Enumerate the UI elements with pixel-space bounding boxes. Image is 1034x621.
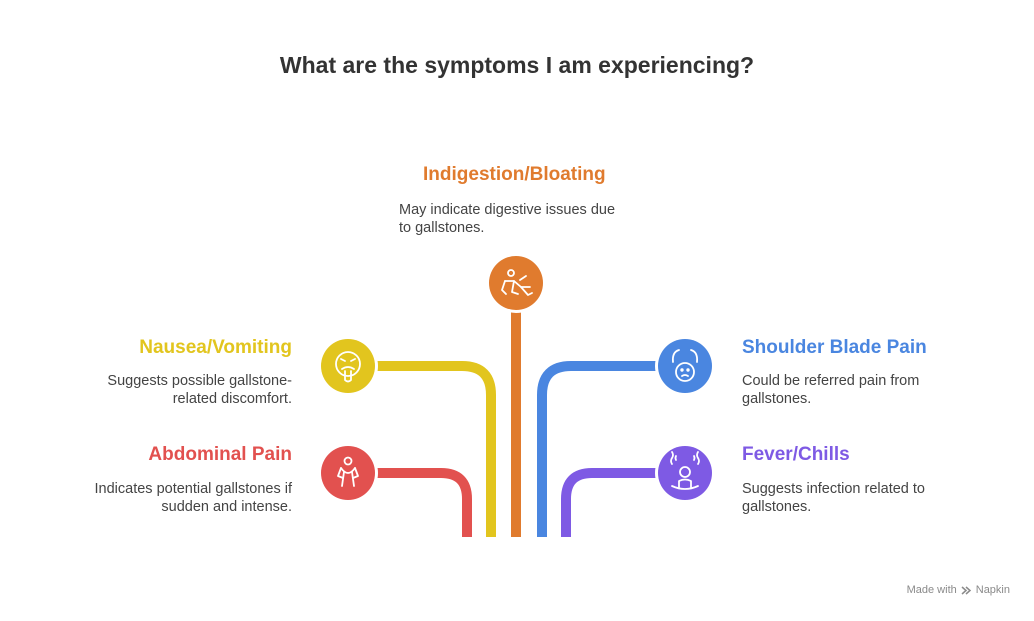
nausea-desc-line2: related discomfort. bbox=[172, 391, 292, 407]
indigestion-description: May indicate digestive issues due to gal… bbox=[399, 201, 639, 237]
napkin-logo-icon bbox=[961, 585, 971, 595]
nausea-desc-line1: Suggests possible gallstone- bbox=[107, 373, 292, 389]
nausea-title: Nausea/Vomiting bbox=[139, 337, 292, 358]
fever-person-icon bbox=[670, 451, 700, 490]
abdominal-node bbox=[318, 443, 378, 503]
nausea-node bbox=[318, 336, 378, 396]
abdominal-description: Indicates potential gallstones if sudden… bbox=[32, 480, 293, 516]
napkin-brand-label: Napkin bbox=[975, 584, 1010, 596]
head-pain-icon bbox=[671, 349, 699, 382]
footer-attribution[interactable]: Made with Napkin bbox=[907, 584, 1010, 596]
nausea-description: Suggests possible gallstone- related dis… bbox=[52, 372, 292, 408]
abdominal-connector bbox=[348, 468, 472, 537]
fever-connector bbox=[561, 468, 685, 537]
indigestion-desc-line1: May indicate digestive issues due bbox=[399, 202, 616, 218]
shoulder-description: Could be referred pain from gallstones. bbox=[742, 372, 982, 408]
shoulder-desc-line2: gallstones. bbox=[742, 391, 812, 407]
page-title: What are the symptoms I am experiencing? bbox=[279, 52, 755, 78]
person-holding-stomach-icon bbox=[337, 456, 359, 487]
shoulder-title: Shoulder Blade Pain bbox=[742, 337, 927, 358]
fever-desc-line2: gallstones. bbox=[742, 499, 812, 515]
indigestion-node bbox=[486, 253, 546, 313]
shoulder-node bbox=[655, 336, 715, 396]
fever-description: Suggests infection related to gallstones… bbox=[742, 480, 982, 516]
made-with-label: Made with bbox=[906, 584, 957, 596]
nauseous-face-icon bbox=[335, 351, 361, 383]
abdominal-desc-line1: Indicates potential gallstones if bbox=[94, 481, 293, 497]
fever-node bbox=[655, 443, 715, 503]
indigestion-desc-line2: to gallstones. bbox=[399, 220, 485, 236]
shoulder-connector bbox=[537, 361, 685, 537]
fever-desc-line1: Suggests infection related to bbox=[742, 481, 925, 497]
nausea-connector bbox=[348, 361, 496, 537]
shoulder-desc-line1: Could be referred pain from bbox=[742, 373, 920, 389]
abdominal-title: Abdominal Pain bbox=[148, 444, 292, 465]
abdominal-desc-line2: sudden and intense. bbox=[161, 499, 292, 515]
crawling-person-icon bbox=[501, 269, 533, 296]
fever-title: Fever/Chills bbox=[742, 444, 850, 465]
indigestion-title: Indigestion/Bloating bbox=[423, 164, 606, 185]
